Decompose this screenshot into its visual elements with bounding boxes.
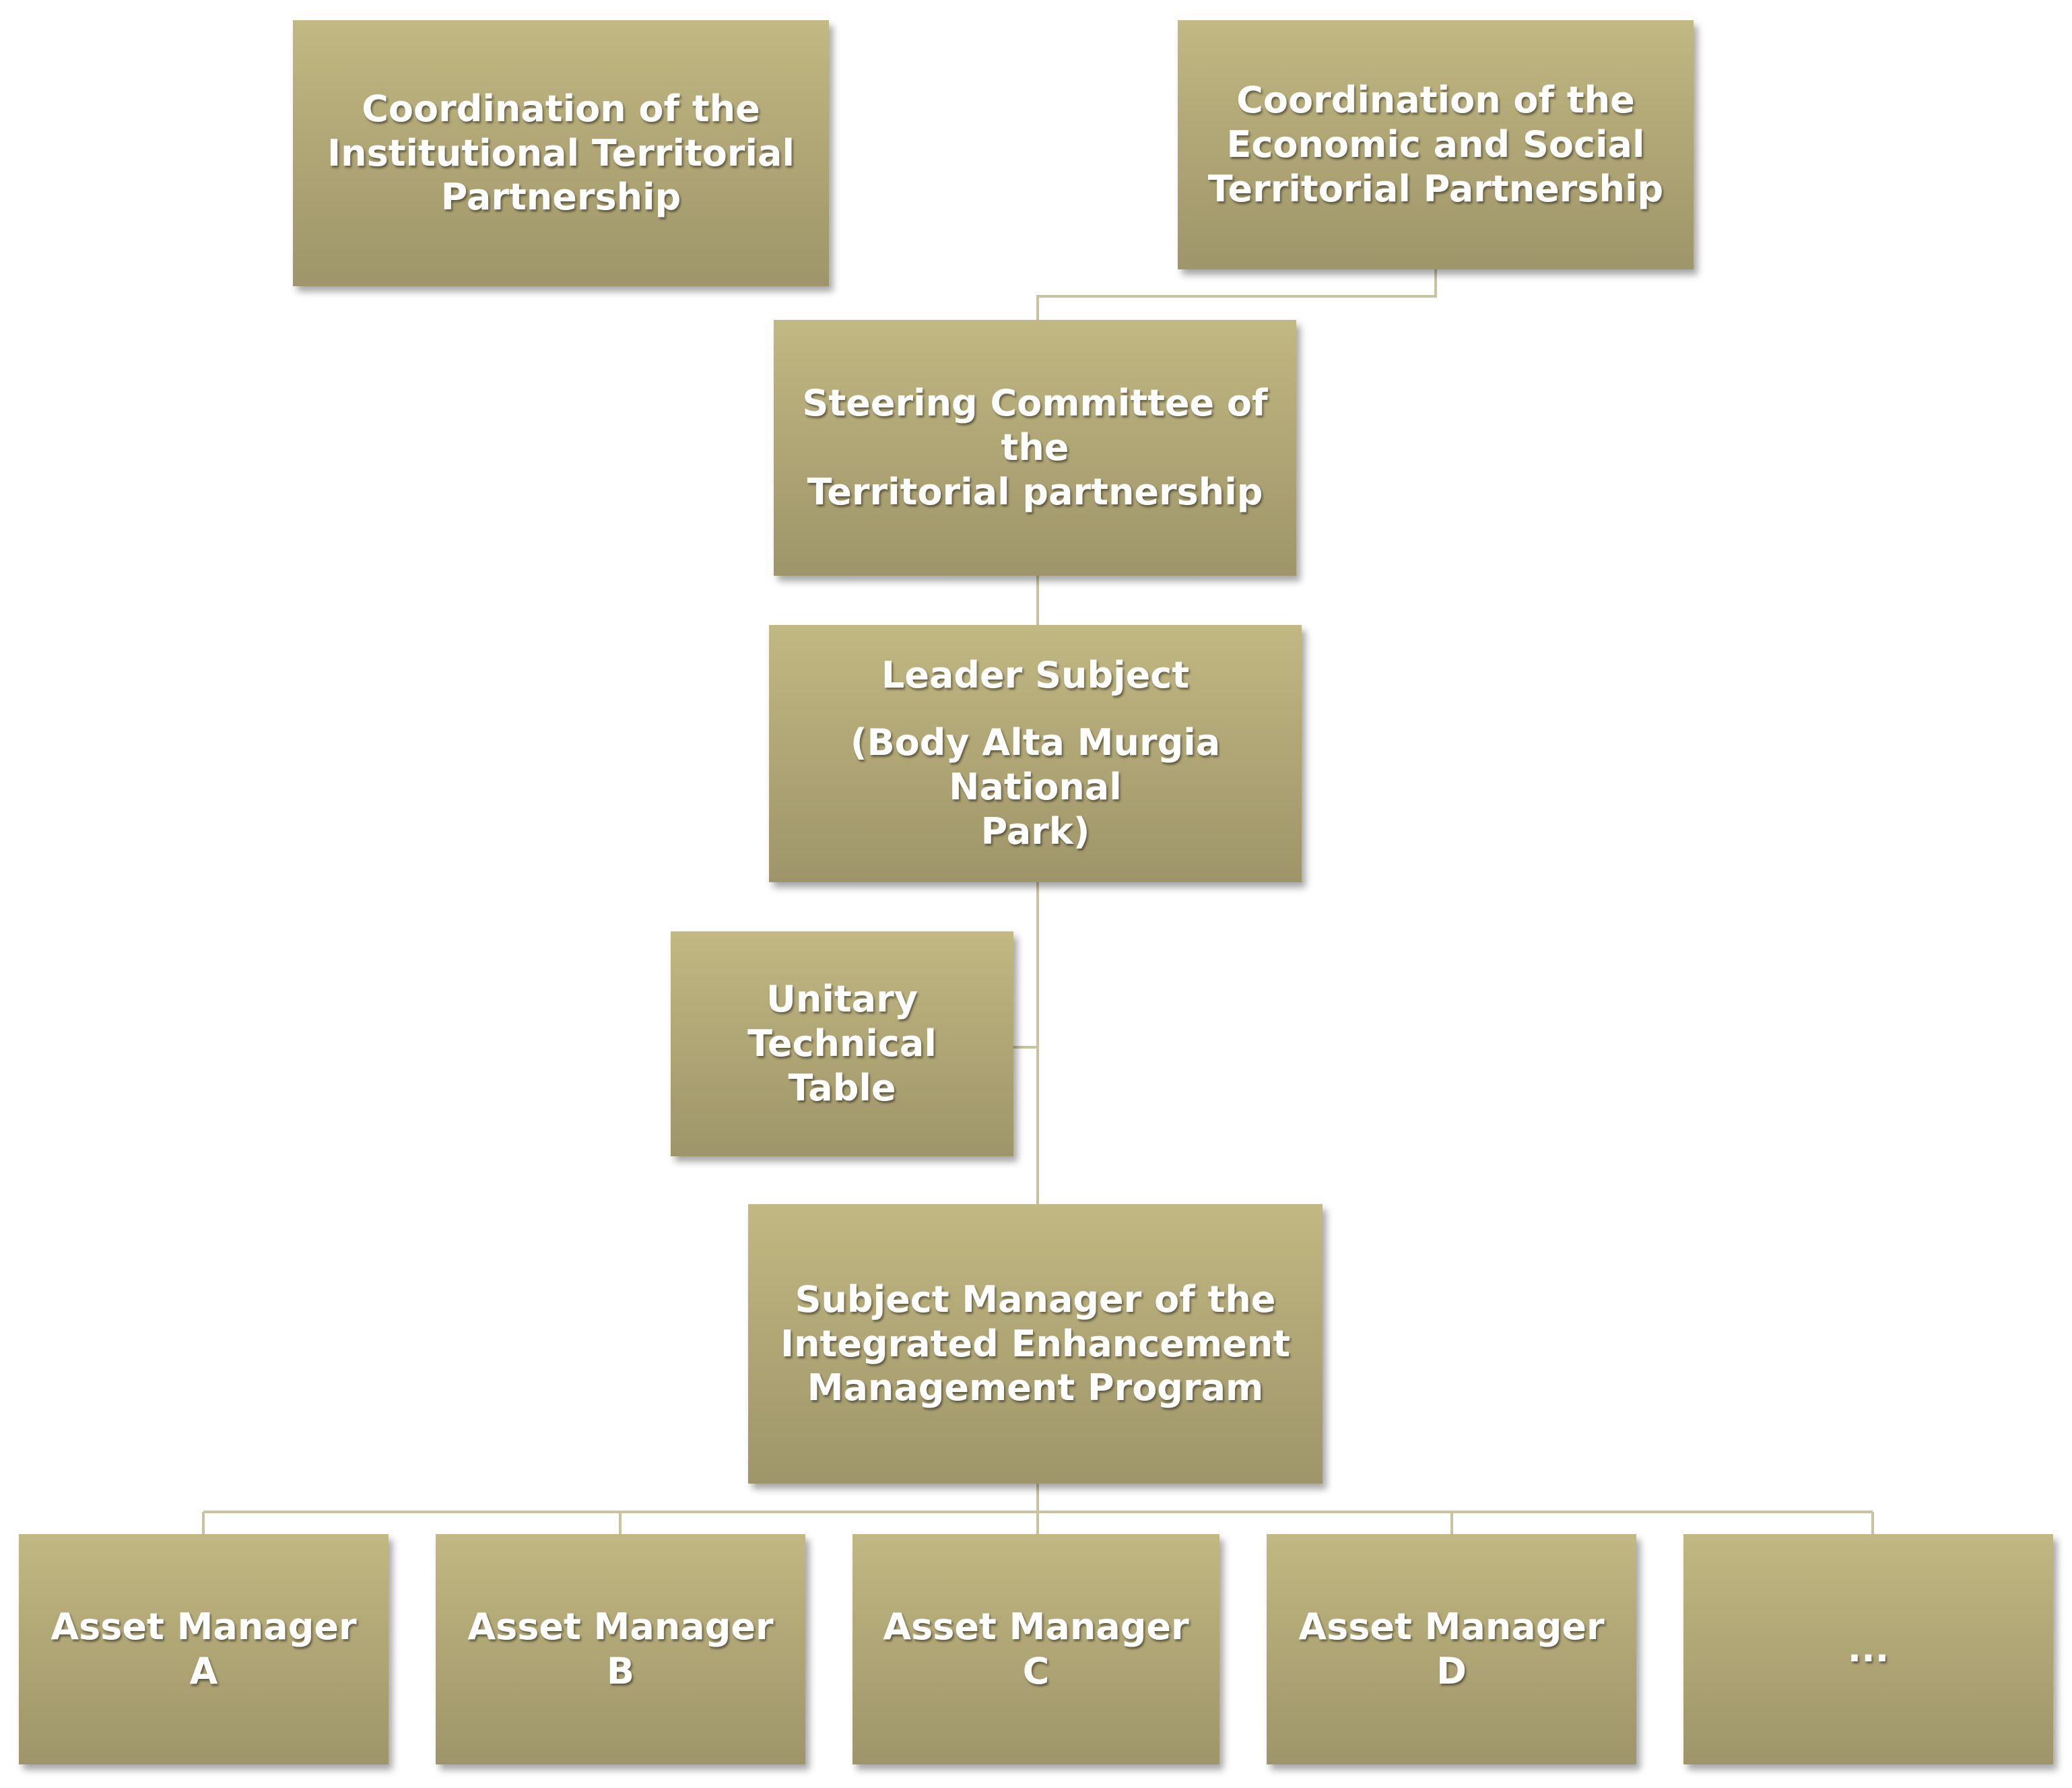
node-label-line: Unitary Technical — [747, 978, 937, 1065]
node-asset-manager-a: Asset Manager A — [19, 1534, 389, 1764]
connector-economic-to-steering — [1036, 269, 1437, 320]
node-label-line: Management Program — [807, 1366, 1264, 1410]
node-label-line: Steering Committee of the — [802, 382, 1268, 469]
node-label-line: Subject Manager of the — [795, 1278, 1276, 1321]
node-label-line: Coordination of the — [362, 87, 760, 130]
node-label-line: Territorial partnership — [807, 470, 1263, 513]
node-label: Asset Manager C — [883, 1605, 1189, 1692]
node-label-line: Coordination of the — [1236, 79, 1635, 122]
node-subject-manager: Subject Manager of the Integrated Enhanc… — [748, 1204, 1323, 1484]
node-label: Asset Manager A — [51, 1605, 357, 1692]
node-label-line: Institutional Territorial — [327, 131, 795, 174]
node-asset-manager-b: Asset Manager B — [436, 1534, 805, 1764]
node-label: Asset Manager D — [1298, 1605, 1605, 1692]
node-label-line: Partnership — [440, 176, 681, 219]
node-label-line: Park) — [980, 809, 1090, 853]
node-steering-committee: Steering Committee of the Territorial pa… — [774, 320, 1296, 576]
node-label-line: (Body Alta Murgia National — [850, 721, 1221, 808]
node-label: ... — [1847, 1628, 1890, 1671]
node-asset-manager-d: Asset Manager D — [1267, 1534, 1636, 1764]
node-label-line: Territorial Partnership — [1207, 167, 1664, 210]
node-label-line: Integrated Enhancement — [780, 1322, 1291, 1365]
node-asset-manager-c: Asset Manager C — [853, 1534, 1219, 1764]
node-label-line: Economic and Social — [1226, 123, 1645, 166]
node-unitary-technical-table: Unitary Technical Table — [671, 931, 1013, 1156]
node-leader-subject: Leader Subject (Body Alta Murgia Nationa… — [769, 625, 1302, 882]
node-asset-manager-more: ... — [1683, 1534, 2053, 1764]
node-institutional-partnership: Coordination of the Institutional Territ… — [293, 20, 829, 286]
node-title: Leader Subject — [881, 654, 1190, 697]
node-label-line: Table — [788, 1066, 896, 1109]
node-economic-social-partnership: Coordination of the Economic and Social … — [1178, 20, 1694, 269]
node-label: Asset Manager B — [467, 1605, 774, 1692]
